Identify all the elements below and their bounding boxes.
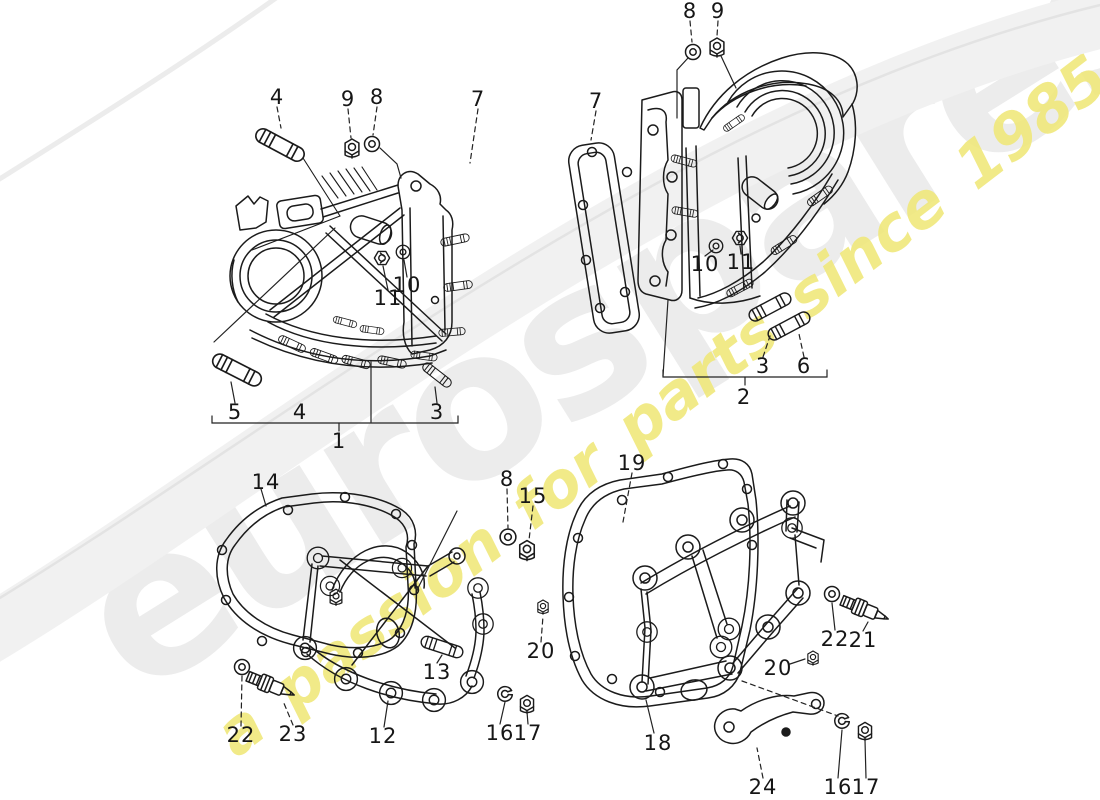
washer-part-22 bbox=[233, 658, 251, 676]
part-callout-17: 17 bbox=[851, 775, 881, 799]
part-callout-8: 8 bbox=[499, 467, 515, 491]
part-callout-20: 20 bbox=[526, 639, 556, 663]
part-callout-23: 23 bbox=[278, 722, 308, 746]
assembly-1-chain-case-drawing bbox=[229, 157, 474, 370]
part-callout-22: 22 bbox=[226, 723, 256, 747]
part-callout-8: 8 bbox=[682, 0, 698, 23]
stud-part-3 bbox=[746, 290, 794, 324]
part-callout-1: 1 bbox=[331, 429, 347, 453]
stud-part-6 bbox=[765, 309, 813, 343]
nut-part-17 bbox=[519, 694, 535, 715]
part-callout-21: 21 bbox=[848, 628, 878, 652]
part-callout-3: 3 bbox=[429, 400, 445, 424]
nut-part-15 bbox=[518, 539, 536, 562]
part-callout-10: 10 bbox=[392, 273, 422, 297]
part-callout-7: 7 bbox=[470, 87, 486, 111]
sensor-part-23 bbox=[244, 668, 298, 704]
nut-part-17 bbox=[857, 721, 873, 742]
part-callout-7: 7 bbox=[588, 89, 604, 113]
part-callout-6: 6 bbox=[796, 354, 812, 378]
part-callout-24: 24 bbox=[748, 775, 778, 799]
part-callout-17: 17 bbox=[513, 721, 543, 745]
part-callout-9: 9 bbox=[340, 87, 356, 111]
washer-part-8 bbox=[363, 135, 381, 153]
nut-part-11 bbox=[373, 250, 391, 266]
nut-part-9 bbox=[344, 138, 360, 159]
washer-part-8 bbox=[499, 528, 517, 546]
nut-part-9 bbox=[709, 37, 725, 58]
part-callout-13: 13 bbox=[422, 660, 452, 684]
cover-12-drawing bbox=[292, 545, 494, 713]
washer-part-16 bbox=[497, 685, 514, 702]
sensor-part-21 bbox=[838, 592, 892, 628]
part-callout-4: 4 bbox=[269, 85, 285, 109]
arm-24-drawing bbox=[713, 691, 825, 745]
nut-part-11 bbox=[731, 230, 749, 246]
part-callout-22: 22 bbox=[820, 627, 850, 651]
assembly-3-cover-drawing bbox=[216, 491, 494, 713]
part-callout-16: 16 bbox=[485, 721, 515, 745]
part-callout-9: 9 bbox=[710, 0, 726, 23]
assembly-4-cover-drawing bbox=[562, 458, 825, 745]
part-callout-20: 20 bbox=[763, 656, 793, 680]
part-callout-10: 10 bbox=[690, 252, 720, 276]
part-callout-19: 19 bbox=[617, 451, 647, 475]
leader-lines bbox=[211, 20, 869, 779]
part-callout-8: 8 bbox=[369, 85, 385, 109]
part-callout-18: 18 bbox=[643, 731, 673, 755]
part-callout-15: 15 bbox=[518, 484, 548, 508]
assembly-2-chain-case-drawing bbox=[567, 52, 858, 334]
gasket-19-drawing bbox=[562, 458, 759, 708]
stud-part-5 bbox=[209, 350, 265, 390]
gasket-7-drawing bbox=[567, 142, 641, 334]
nut-part-20 bbox=[537, 599, 549, 615]
part-callout-4: 4 bbox=[292, 400, 308, 424]
washer-part-8 bbox=[684, 43, 702, 61]
part-callout-3: 3 bbox=[755, 354, 771, 378]
cover-18-drawing bbox=[629, 490, 825, 701]
part-callout-14: 14 bbox=[251, 470, 281, 494]
nut-part-20 bbox=[807, 650, 819, 666]
part-callout-2: 2 bbox=[736, 385, 752, 409]
assembly-4-fasteners bbox=[807, 585, 892, 742]
part-callout-11: 11 bbox=[726, 250, 756, 274]
background-swoosh bbox=[0, 0, 1100, 662]
part-callout-5: 5 bbox=[227, 400, 243, 424]
part-callout-11: 11 bbox=[373, 286, 403, 310]
part-callout-16: 16 bbox=[823, 775, 853, 799]
stud-part-4 bbox=[252, 125, 308, 165]
washer-part-22 bbox=[823, 585, 841, 603]
part-callout-12: 12 bbox=[368, 724, 398, 748]
